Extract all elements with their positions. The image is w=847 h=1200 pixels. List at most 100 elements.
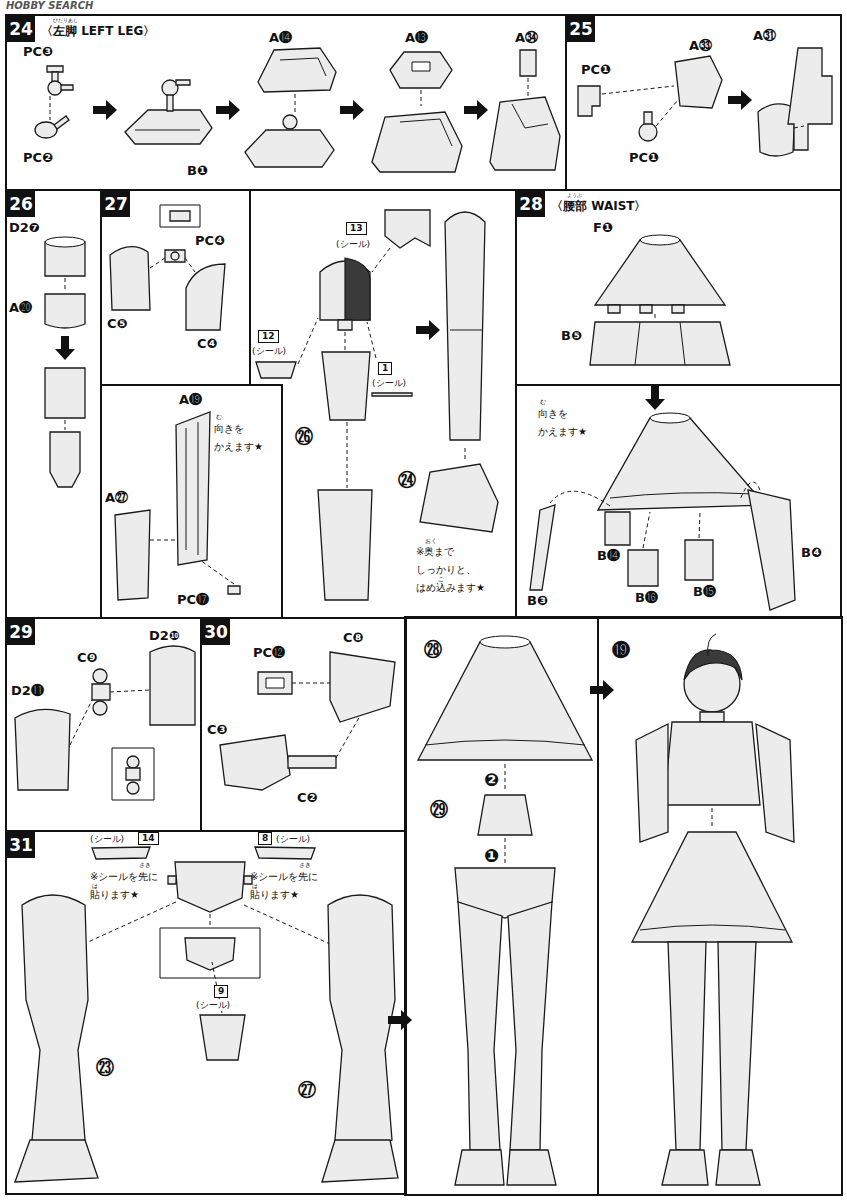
part-number: PC⓬ bbox=[252, 645, 286, 660]
joint-part bbox=[170, 211, 190, 221]
part-detail bbox=[640, 925, 785, 930]
skirt-part bbox=[590, 322, 730, 365]
joint-part bbox=[93, 669, 107, 683]
part-detail bbox=[412, 62, 430, 71]
leg-assembly bbox=[328, 895, 395, 1150]
assembly-leader bbox=[740, 482, 760, 500]
skirt-part bbox=[595, 240, 725, 305]
part-number: A㉗ bbox=[104, 490, 129, 505]
shoe bbox=[662, 1150, 708, 1185]
assembly-leader bbox=[602, 86, 674, 94]
part-number: A㉝ bbox=[688, 38, 713, 53]
assembly-leader bbox=[50, 96, 51, 120]
sticker-shape bbox=[385, 210, 430, 248]
assembly-leader bbox=[336, 716, 360, 758]
figure-neck bbox=[700, 712, 724, 722]
hip-frame bbox=[330, 652, 395, 722]
sticker-note: (シール) bbox=[196, 1000, 230, 1011]
joint-part bbox=[258, 672, 292, 694]
furigana: おく bbox=[425, 538, 437, 544]
step-arrow bbox=[55, 336, 75, 360]
hip-assembly bbox=[175, 862, 245, 912]
sticker-shape bbox=[92, 847, 150, 859]
instruction-note: ※シールを先に 貼ります★ bbox=[90, 868, 168, 904]
part-number: B⓰ bbox=[634, 590, 659, 605]
assembly-leader bbox=[465, 448, 466, 462]
knee-joint bbox=[50, 432, 80, 487]
skirt-armor bbox=[605, 512, 630, 545]
knee-assembly bbox=[45, 368, 85, 418]
part-number: A⓮ bbox=[268, 30, 293, 45]
step-number: 26 bbox=[7, 191, 35, 217]
part-number: B❸ bbox=[526, 593, 549, 608]
part-number: C❹ bbox=[196, 336, 219, 351]
thigh-part bbox=[186, 264, 225, 330]
ankle-part bbox=[675, 56, 722, 108]
skirt-armor bbox=[685, 540, 713, 580]
part-number: F❶ bbox=[592, 220, 614, 235]
leg-assembly bbox=[22, 895, 88, 1150]
sub-panel-frame bbox=[515, 384, 842, 386]
skirt-part bbox=[640, 235, 680, 245]
part-number: C❷ bbox=[296, 790, 319, 805]
furigana: む bbox=[540, 399, 546, 405]
part-number: D2⓫ bbox=[10, 683, 45, 698]
step-reference: ㉙ bbox=[430, 800, 448, 820]
sticker-note: (シール) bbox=[336, 239, 370, 250]
assembly-leader bbox=[150, 540, 176, 541]
shin-part bbox=[115, 510, 150, 600]
part-number: D2❿ bbox=[148, 628, 181, 643]
assembly-leader bbox=[210, 914, 211, 928]
joint-part bbox=[93, 701, 107, 715]
assembly-leader bbox=[150, 258, 165, 268]
assembly-leader bbox=[70, 700, 92, 745]
shoe bbox=[420, 464, 498, 532]
part-number: PC❹ bbox=[194, 233, 226, 248]
figure-arm bbox=[756, 724, 794, 842]
figure-hair bbox=[708, 634, 716, 656]
panel-frame bbox=[405, 617, 842, 1195]
skirt-tab bbox=[608, 305, 684, 313]
assembly-leader bbox=[295, 94, 296, 112]
section-heading: 〈腰部 WAIST〉 bbox=[551, 199, 646, 214]
step-reference: ⓳ bbox=[612, 640, 630, 660]
furigana: は bbox=[92, 883, 98, 889]
shoe-tab bbox=[520, 50, 536, 76]
furigana: さき bbox=[299, 862, 311, 868]
joint-part bbox=[171, 252, 179, 260]
step-arrow bbox=[93, 100, 117, 120]
section-heading: 〈左脚 LEFT LEG〉 bbox=[41, 24, 155, 39]
joint-part bbox=[288, 756, 336, 768]
step-arrow bbox=[416, 320, 440, 340]
joint-part bbox=[338, 320, 352, 330]
watermark: HOBBY SEARCH bbox=[6, 0, 93, 12]
sticker-note: (シール) bbox=[372, 378, 406, 389]
part-number: B❶ bbox=[186, 163, 209, 178]
step-reference: ㉗ bbox=[298, 1080, 316, 1100]
sticker-number: 14 bbox=[138, 832, 159, 845]
detail-inset bbox=[160, 205, 200, 227]
sticker-note: (シール) bbox=[276, 834, 310, 845]
joint-part bbox=[168, 876, 252, 884]
part-detail bbox=[280, 58, 326, 76]
furigana: さき bbox=[139, 862, 151, 868]
part-number: D2❼ bbox=[8, 220, 41, 235]
figure-hair bbox=[684, 650, 742, 680]
shoe bbox=[490, 97, 560, 170]
step-number: 24 bbox=[7, 16, 35, 42]
thigh-part bbox=[110, 247, 150, 310]
step-panel: 31 bbox=[5, 830, 407, 1195]
sticker-note: (シール) bbox=[90, 834, 124, 845]
step-reference: ❷ bbox=[484, 770, 499, 790]
instruction-note: ※シールを先に 貼ります★ bbox=[250, 868, 328, 904]
detail-inset bbox=[160, 928, 260, 978]
knee-part bbox=[45, 294, 85, 328]
figure-skirt bbox=[632, 832, 792, 942]
shoe bbox=[322, 1140, 398, 1182]
part-number: A㉛ bbox=[752, 28, 777, 43]
sticker-note: (シール) bbox=[252, 346, 286, 357]
assembly-leader bbox=[550, 491, 610, 506]
part-number: PC❶ bbox=[628, 150, 660, 165]
shin-part bbox=[176, 412, 210, 565]
